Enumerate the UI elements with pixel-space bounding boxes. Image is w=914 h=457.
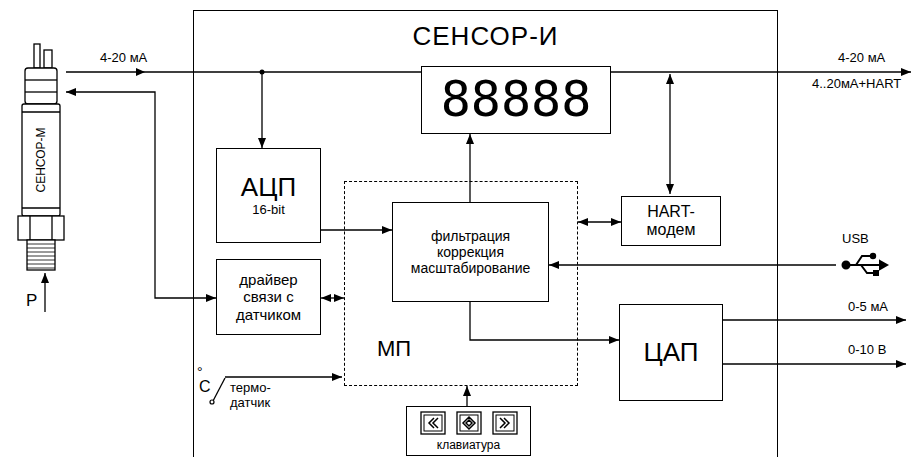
thermo-wire: [225, 376, 342, 377]
thermo-tip: [210, 400, 214, 404]
signal-connector: [321, 297, 344, 298]
hart-modem: HART- модем: [621, 196, 721, 246]
dac-block: ЦАП: [619, 304, 723, 401]
device-housing: СЕНСОР-И 88888АЦП16-bit драйвер связи с да…: [193, 10, 778, 457]
thermo-probe: [213, 378, 225, 401]
block-label: драйвер связи с датчиком: [223, 271, 315, 323]
processing-block: фильтрация коррекция масштабирование: [392, 202, 549, 302]
signal-connector: [466, 386, 467, 406]
current-output: [722, 319, 906, 320]
pressure-label: P: [26, 291, 37, 311]
output-label: 0-10 В: [848, 343, 886, 358]
block-label: АЦП: [241, 173, 296, 203]
usb-symbol: [843, 254, 888, 275]
unit-label: С: [199, 378, 211, 396]
adc-block: АЦП16-bit: [216, 148, 321, 243]
driver-block: драйвер связи с датчиком: [216, 259, 321, 335]
keypad-label: клавиатура: [407, 438, 530, 452]
port-label: USB: [842, 232, 869, 247]
usb-wire: [549, 264, 836, 265]
block-label: ЦАП: [644, 338, 699, 368]
hart-wire: [669, 74, 670, 194]
signal-label: 4..20мА+HART: [812, 77, 901, 92]
unit-label: °: [197, 364, 203, 380]
block-label: 88888: [441, 71, 592, 129]
sensor-label: термо- датчик: [230, 381, 286, 411]
mcu-label: МП: [377, 336, 411, 362]
mcu-region: МП фильтрация коррекция масштабирование: [344, 181, 578, 386]
signal-label: 4-20 мА: [100, 51, 147, 66]
block-label: фильтрация коррекция масштабирование: [401, 228, 541, 276]
led-display: 88888: [421, 66, 611, 134]
signal-connector: [469, 134, 470, 202]
pressure-arrow: [44, 273, 45, 312]
sensor-model: СЕНСОР-М: [34, 127, 48, 192]
keypad: клавиатура: [406, 406, 531, 456]
signal-connector: [578, 221, 621, 222]
signal-connector: [66, 72, 262, 148]
voltage-output: [722, 363, 906, 364]
pressure-sensor: СЕНСОР-М: [16, 40, 66, 272]
block-sublabel: 16-bit: [252, 203, 285, 218]
signal-connector: [470, 302, 619, 340]
device-title: СЕНСОР-И: [194, 21, 777, 52]
output-label: 0-5 мА: [848, 300, 888, 315]
signal-label: 4-20 мА: [838, 51, 885, 66]
block-label: HART- модем: [629, 203, 713, 240]
signal-connector: [321, 229, 392, 230]
